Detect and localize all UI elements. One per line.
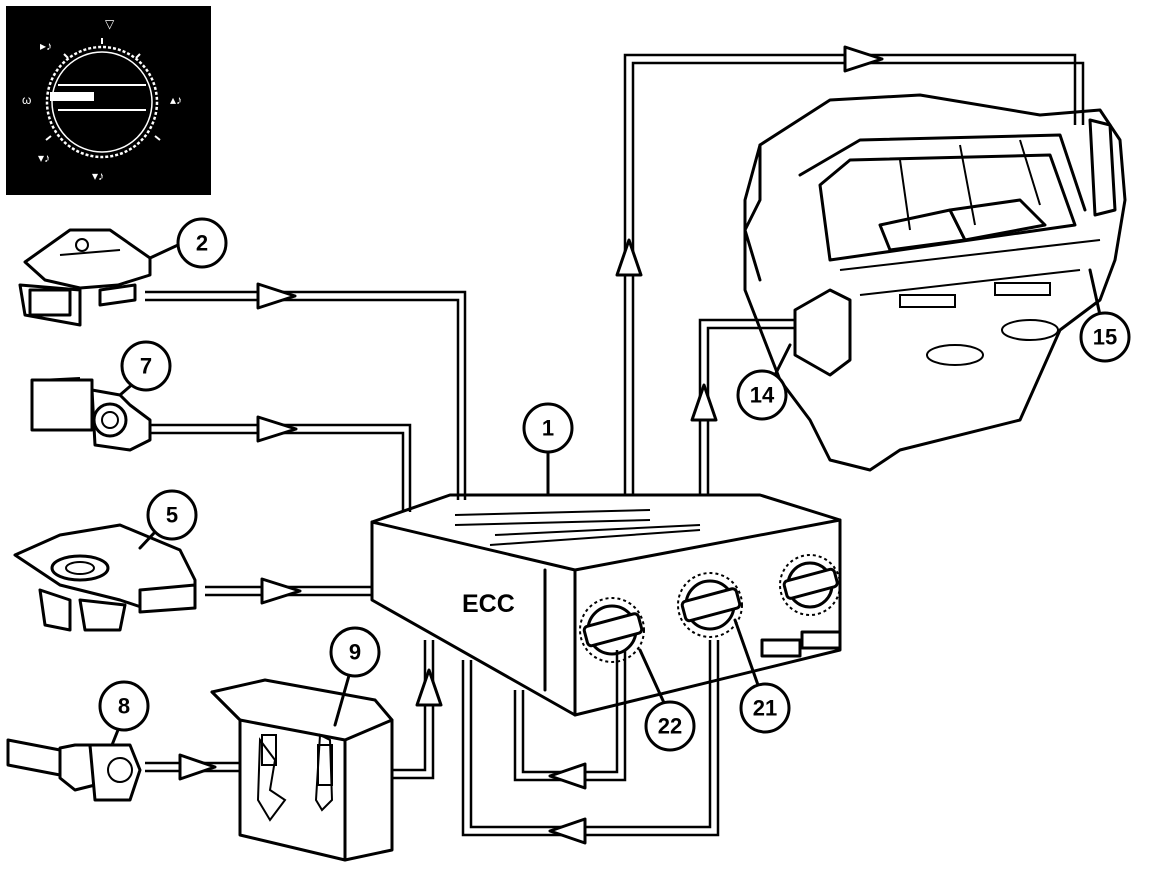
- arrow-7: [256, 415, 298, 443]
- button-left: [760, 638, 802, 658]
- callout-14: 14: [736, 343, 792, 421]
- inset-dial: ▽ ▸♪ ω ▴♪ ▾♪ ▾♪: [6, 6, 211, 195]
- callout-14-label: 14: [750, 383, 775, 408]
- callout-15: 15: [1079, 268, 1131, 363]
- arrow-loop-22: [548, 762, 587, 790]
- sensor-7: [30, 377, 152, 452]
- arrow-9: [415, 668, 443, 707]
- knob-22: [579, 597, 645, 663]
- svg-text:▴♪: ▴♪: [170, 93, 182, 107]
- sensor-8: [6, 738, 142, 802]
- arrow-2: [256, 282, 297, 310]
- knob-21: [677, 572, 743, 638]
- callout-2-label: 2: [196, 231, 208, 256]
- callout-1: 1: [522, 402, 574, 497]
- callout-8-label: 8: [118, 694, 130, 719]
- callout-7: 7: [118, 340, 172, 397]
- ecc-label: ECC: [462, 590, 515, 618]
- svg-text:▾♪: ▾♪: [92, 169, 104, 183]
- svg-text:▾♪: ▾♪: [38, 151, 50, 165]
- callout-2: 2: [148, 217, 228, 269]
- arrow-5: [260, 577, 302, 605]
- callout-5-label: 5: [166, 503, 178, 528]
- arrow-up-top: [615, 238, 643, 277]
- callout-21: 21: [733, 618, 791, 734]
- sensor-2: [18, 228, 152, 327]
- callout-22-label: 22: [658, 714, 682, 739]
- arrow-8: [178, 753, 217, 781]
- callout-9: 9: [329, 626, 381, 727]
- knob-right: [779, 554, 841, 616]
- callout-15-label: 15: [1093, 325, 1117, 350]
- arrow-right-top: [843, 45, 884, 73]
- signal-lines: [145, 45, 1085, 845]
- svg-text:ω: ω: [22, 93, 31, 107]
- component-9: [210, 678, 394, 862]
- hvac-housing: [743, 93, 1127, 472]
- button-right: [800, 630, 842, 650]
- callout-8: 8: [98, 680, 150, 747]
- sensor-5: [13, 523, 197, 632]
- callout-9-label: 9: [349, 640, 361, 665]
- callout-21-label: 21: [753, 696, 777, 721]
- arrow-loop-21: [548, 817, 587, 845]
- arrow-up-14: [690, 383, 718, 422]
- callout-7-label: 7: [140, 354, 152, 379]
- ecc-control-module: [370, 493, 842, 717]
- callout-5: 5: [138, 489, 198, 550]
- callout-22: 22: [638, 648, 696, 752]
- callout-1-label: 1: [542, 416, 554, 441]
- svg-text:▽: ▽: [105, 17, 115, 31]
- svg-text:▸♪: ▸♪: [40, 39, 52, 53]
